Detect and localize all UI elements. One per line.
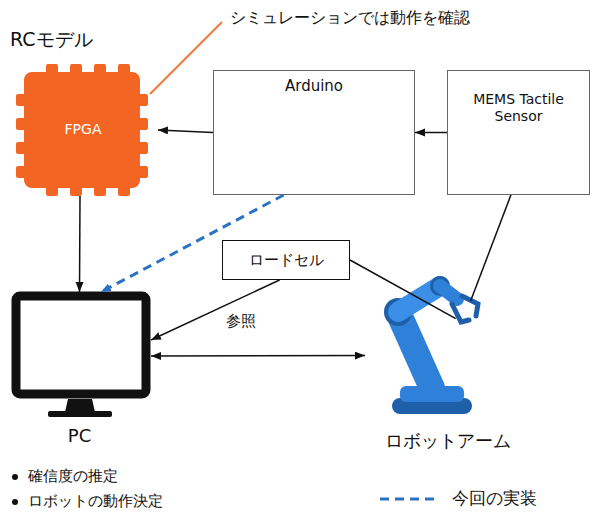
legend-line-sample bbox=[380, 498, 440, 501]
node-label: PC bbox=[68, 425, 91, 447]
arduino-box: Arduino bbox=[213, 70, 415, 195]
monitor-frame bbox=[16, 296, 146, 394]
bullet-note: ロボットの動作決定 bbox=[28, 492, 163, 510]
monitor-stand bbox=[65, 399, 95, 412]
node-label: ロボットアーム bbox=[385, 430, 511, 452]
node-label: FPGA bbox=[65, 121, 102, 138]
node-label: Arduino bbox=[285, 77, 343, 95]
connector bbox=[151, 280, 280, 340]
robot-link bbox=[440, 286, 457, 299]
pc-monitor: PC bbox=[8, 292, 151, 452]
fpga-chip: RCモデル FPGA bbox=[8, 28, 158, 196]
chip-body bbox=[24, 72, 140, 188]
connector bbox=[350, 260, 456, 319]
leader-line bbox=[150, 22, 222, 94]
chip-pins bbox=[16, 64, 148, 196]
bullet bbox=[12, 474, 18, 480]
bullet bbox=[12, 499, 18, 505]
edge-label: 参照 bbox=[224, 312, 258, 330]
robot-gripper bbox=[462, 296, 478, 316]
load-cell-box: ロードセル bbox=[222, 240, 350, 280]
robot-gripper bbox=[452, 304, 469, 322]
callout-note: シミュレーションでは動作を確認 bbox=[230, 8, 470, 27]
bullet-note: 確信度の推定 bbox=[28, 467, 118, 485]
node-label: MEMS Tactile Sensor bbox=[463, 91, 575, 125]
sensor-box: MEMS Tactile Sensor bbox=[447, 70, 590, 195]
node-label: ロードセル bbox=[249, 251, 324, 269]
connector bbox=[415, 132, 447, 134]
node-heading: RCモデル bbox=[10, 28, 93, 51]
monitor-stand bbox=[48, 411, 112, 417]
connector bbox=[158, 130, 213, 133]
legend-text: 今回の実装 bbox=[452, 488, 537, 508]
connector bbox=[79, 196, 81, 292]
connector bbox=[151, 355, 365, 357]
robot-arm: ロボットアーム bbox=[365, 262, 530, 457]
